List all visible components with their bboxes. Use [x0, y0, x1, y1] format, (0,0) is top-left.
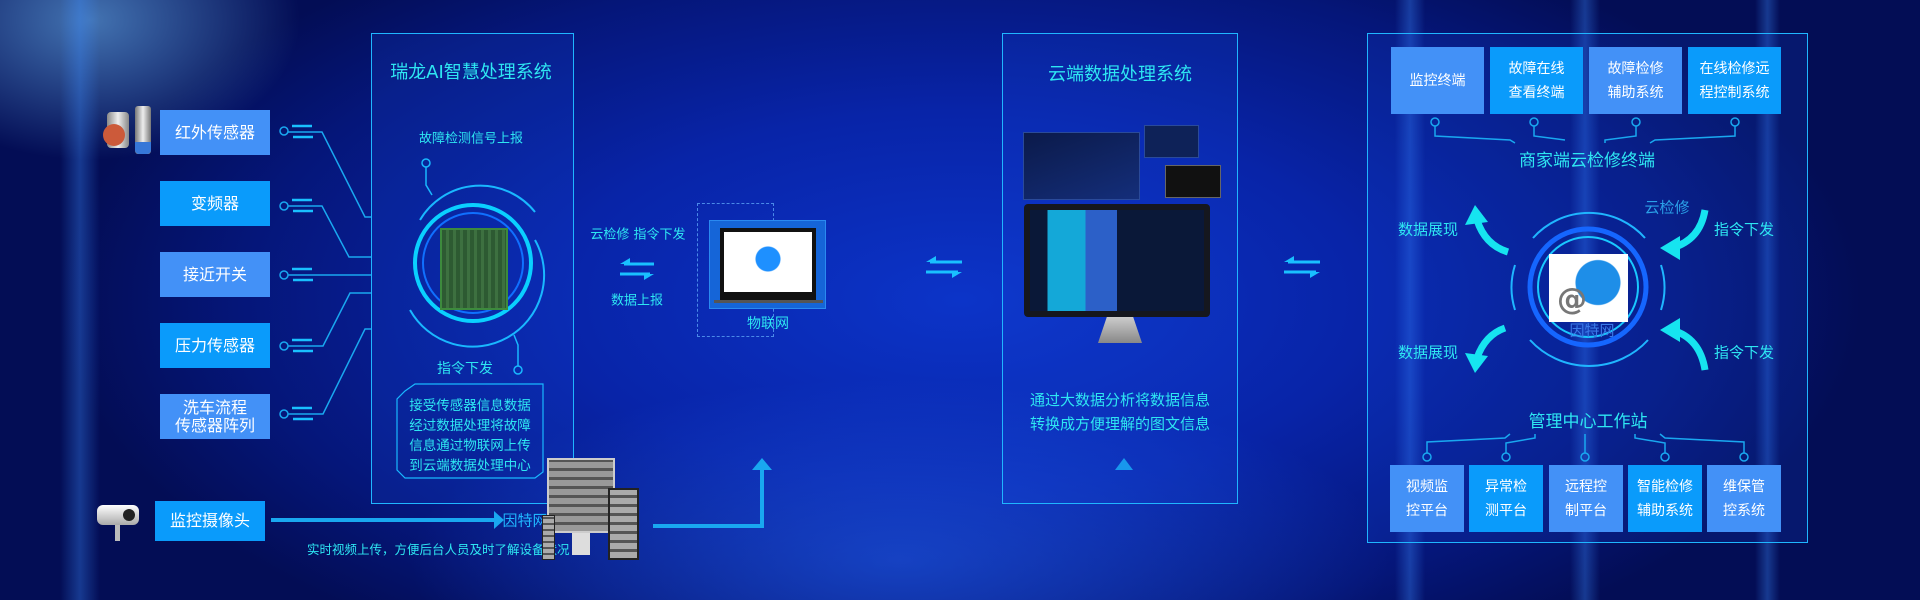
- camera-box[interactable]: 监控摄像头: [155, 501, 265, 541]
- sensor-label: 红外传感器: [174, 122, 255, 142]
- arrow-in-bottom: [1660, 318, 1680, 342]
- cloud-monitor: [1024, 204, 1210, 317]
- box-label: 视频监: [1406, 478, 1448, 495]
- ai-description: 接受传感器信息数据 经过数据处理将故障 信息通过物联网上传 到云端数据处理中心: [397, 396, 543, 476]
- sensor-inverter[interactable]: 变频器: [160, 181, 270, 226]
- sensor-proximity-switch[interactable]: 接近开关: [160, 252, 270, 297]
- monitor-stand: [1098, 317, 1142, 343]
- command-label: 指令下发: [1713, 220, 1775, 239]
- box-label: 维保管: [1723, 478, 1765, 495]
- desc-line: 到云端数据处理中心: [409, 458, 531, 474]
- desc-line: 通过大数据分析将数据信息: [1029, 391, 1210, 409]
- dashboard-thumbnail: [1023, 132, 1140, 200]
- iot-data-label: 数据上报: [610, 293, 664, 309]
- sensor-icon: [103, 112, 129, 148]
- upload-line: [760, 468, 764, 528]
- camera-icon: [97, 505, 139, 541]
- box-label: 智能检修: [1637, 478, 1693, 495]
- monitor-stand: [572, 533, 590, 555]
- internet-label: 因特网: [502, 511, 548, 530]
- data-show-label: 数据展现: [1397, 220, 1459, 239]
- command-label: 指令下发: [1713, 343, 1775, 362]
- arrow-up-left: [1465, 205, 1488, 225]
- terminal-monitoring[interactable]: 监控终端: [1391, 47, 1484, 114]
- laptop-screen: [720, 228, 816, 300]
- platform-maintenance[interactable]: 维保管控系统: [1707, 465, 1781, 532]
- box-label: 程控制系统: [1699, 84, 1770, 101]
- iot-laptop: [709, 220, 826, 309]
- sensor-label: 压力传感器: [174, 335, 255, 355]
- sensor-wash-array[interactable]: 洗车流程传感器阵列: [160, 394, 270, 439]
- terminal-remote-control[interactable]: 在线检修远程控制系统: [1688, 47, 1781, 114]
- dashboard-thumbnail: [1165, 165, 1221, 198]
- ai-panel-title: 瑞龙AI智慧处理系统: [390, 62, 552, 83]
- data-show-label: 数据展现: [1397, 343, 1459, 362]
- arrow-down-left: [1465, 353, 1488, 373]
- terminal-repair-assist[interactable]: 故障检修辅助系统: [1589, 47, 1682, 114]
- sensor-pressure[interactable]: 压力传感器: [160, 323, 270, 368]
- box-label: 故障检修: [1607, 60, 1664, 77]
- box-label: 控系统: [1723, 502, 1765, 519]
- box-label: 辅助系统: [1607, 84, 1664, 101]
- cloud-repair-label: 云检修: [1644, 198, 1690, 217]
- box-label: 监控终端: [1409, 72, 1466, 89]
- at-sign-icon: @: [1557, 282, 1587, 317]
- cloud-description: 通过大数据分析将数据信息 转换成方便理解的图文信息: [1002, 388, 1238, 436]
- iot-command-label: 云检修 指令下发: [590, 227, 686, 243]
- dashboard-screen: [1030, 210, 1204, 311]
- platform-anomaly-detect[interactable]: 异常检测平台: [1469, 465, 1543, 532]
- sensor-label: 洗车流程: [182, 397, 247, 417]
- management-title: 管理中心工作站: [1528, 412, 1648, 432]
- platform-smart-repair[interactable]: 智能检修辅助系统: [1628, 465, 1702, 532]
- sensor-label: 传感器阵列: [174, 415, 255, 435]
- phone-image: [542, 515, 555, 560]
- circuit-board-image: [440, 228, 508, 310]
- arrow-in-top: [1660, 236, 1680, 260]
- terminal-fault-view[interactable]: 故障在线查看终端: [1490, 47, 1583, 114]
- box-label: 在线检修远: [1699, 60, 1770, 77]
- sensor-icon: [135, 106, 151, 154]
- desc-line: 转换成方便理解的图文信息: [1029, 415, 1210, 433]
- desc-line: 接受传感器信息数据: [409, 398, 531, 414]
- sensor-label: 接近开关: [182, 264, 247, 284]
- upload-line: [653, 524, 764, 528]
- video-caption: 实时视频上传，方便后台人员及时了解设备状况: [307, 542, 570, 557]
- box-label: 制平台: [1565, 502, 1607, 519]
- sensor-label: 变频器: [190, 193, 239, 213]
- platform-remote-control[interactable]: 远程控制平台: [1549, 465, 1623, 532]
- internet-label: 因特网: [1569, 321, 1615, 340]
- network-globe-icon: [724, 232, 812, 292]
- box-label: 测平台: [1485, 502, 1527, 519]
- tablet-image: [608, 488, 639, 560]
- platform-video-monitor[interactable]: 视频监控平台: [1390, 465, 1464, 532]
- box-label: 故障在线: [1508, 60, 1565, 77]
- box-label: 控平台: [1406, 502, 1448, 519]
- merchant-terminal-title: 商家端云检修终端: [1519, 151, 1655, 171]
- box-label: 异常检: [1485, 478, 1527, 495]
- command-label: 指令下发: [437, 361, 493, 377]
- box-label: 辅助系统: [1637, 502, 1693, 519]
- desc-line: 信息通过物联网上传: [409, 438, 531, 454]
- box-label: 远程控: [1565, 478, 1607, 495]
- internet-globe-icon: @: [1549, 254, 1628, 322]
- cloud-panel-title: 云端数据处理系统: [1048, 64, 1192, 85]
- desc-line: 经过数据处理将故障: [409, 418, 531, 434]
- light-band: [60, 0, 100, 600]
- camera-label: 监控摄像头: [169, 511, 250, 530]
- fault-report-label: 故障检测信号上报: [418, 131, 524, 147]
- sensor-infrared[interactable]: 红外传感器: [160, 110, 270, 155]
- video-upload-arrow: [271, 518, 495, 522]
- iot-label: 物联网: [747, 316, 789, 332]
- box-label: 查看终端: [1508, 84, 1565, 101]
- dashboard-thumbnail: [1144, 125, 1199, 158]
